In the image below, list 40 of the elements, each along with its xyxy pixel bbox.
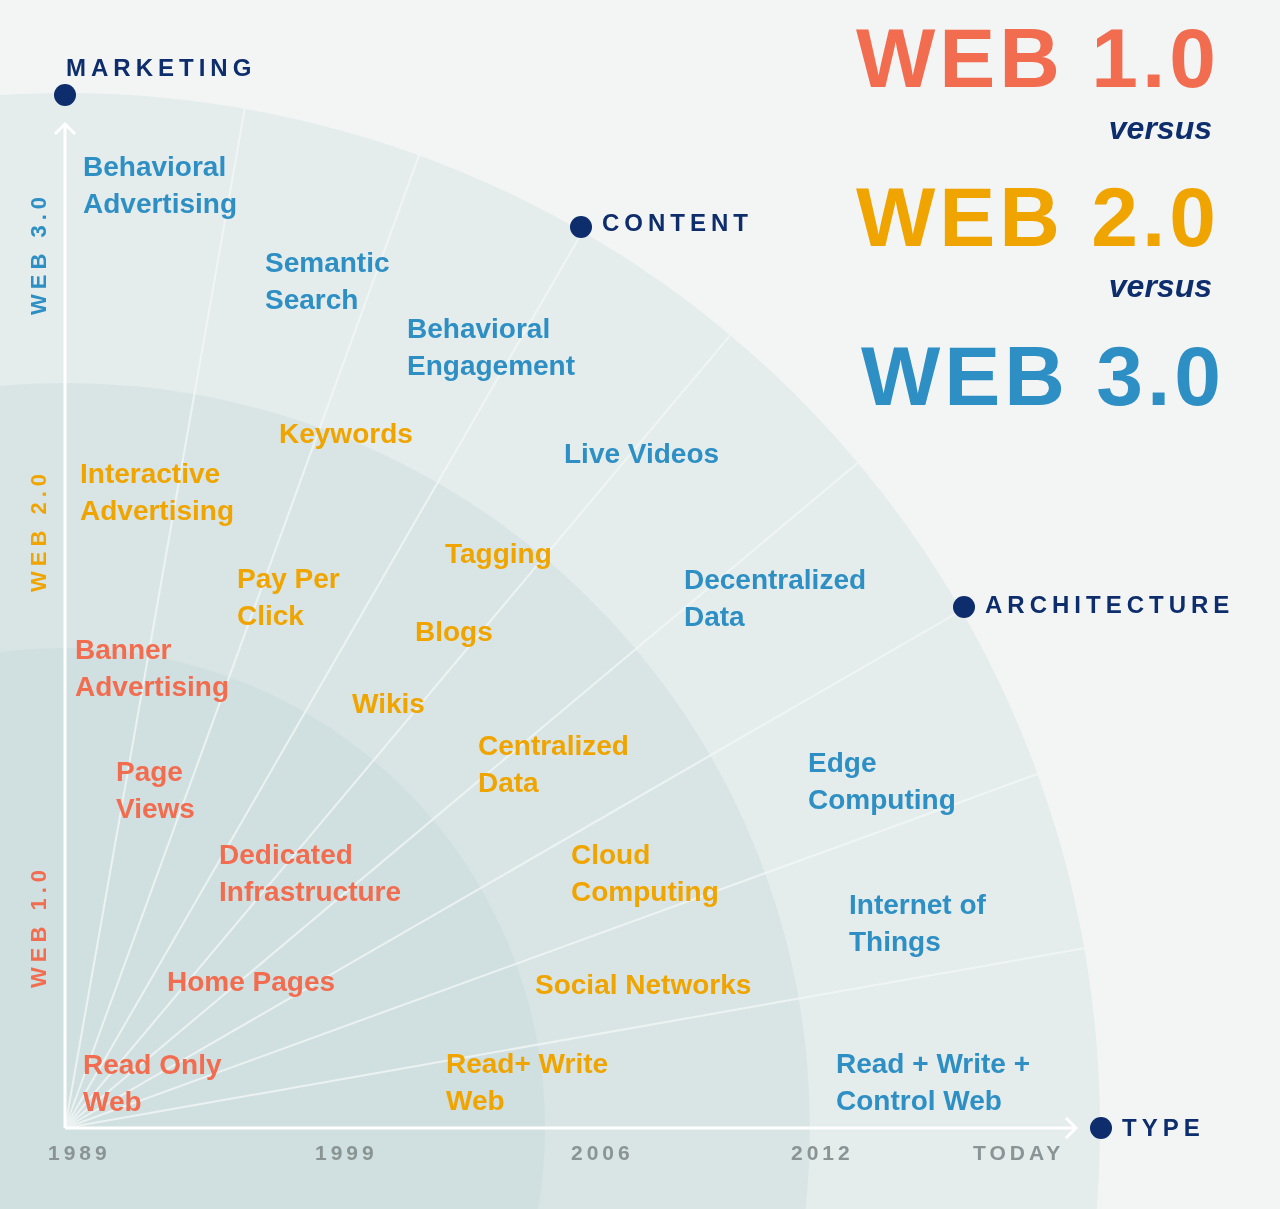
feature-text: Behavioral Advertising [83, 150, 239, 221]
year-label: 1999 [315, 1141, 378, 1165]
feature-text: Pay Per Click [237, 562, 341, 633]
feature-text: Internet of Things [849, 888, 987, 959]
feature-text: Banner Advertising [75, 633, 231, 704]
feature-text: Read+ Write Web [446, 1047, 610, 1118]
axis-label: CONTENT [602, 209, 753, 237]
axis-label: ARCHITECTURE [985, 591, 1235, 619]
feature-text: Social Networks [535, 968, 753, 1002]
feature-text: Dedicated Infrastructure [219, 838, 403, 909]
versus-text: versus [1107, 110, 1212, 147]
feature-text: Tagging [445, 537, 553, 571]
feature-text: Page Views [116, 755, 196, 826]
era-axis-label: WEB 3.0 [26, 191, 52, 315]
feature-text: Centralized Data [478, 729, 630, 800]
feature-text: Edge Computing [808, 746, 957, 817]
feature-text: Read + Write + Control Web [836, 1047, 1031, 1118]
feature-text: Interactive Advertising [80, 457, 236, 528]
feature-text: Blogs [415, 615, 494, 649]
heading: WEB 2.0 [854, 175, 1220, 259]
year-label: 1989 [48, 1141, 111, 1165]
feature-text: Cloud Computing [571, 838, 720, 909]
feature-text: Semantic Search [265, 246, 391, 317]
heading: WEB 1.0 [854, 16, 1220, 100]
feature-text: Wikis [352, 687, 426, 721]
feature-text: Decentralized Data [684, 563, 868, 634]
year-label: 2006 [571, 1141, 634, 1165]
feature-text: Live Videos [564, 437, 721, 471]
versus-text: versus [1107, 268, 1212, 305]
era-axis-label: WEB 1.0 [26, 864, 52, 988]
feature-text: Read Only Web [83, 1048, 223, 1119]
heading: WEB 3.0 [859, 334, 1225, 418]
year-label: 2012 [791, 1141, 854, 1165]
feature-text: Behavioral Engagement [407, 312, 577, 383]
axis-label: TYPE [1122, 1114, 1205, 1142]
axis-label: MARKETING [66, 54, 257, 82]
year-label: TODAY [973, 1141, 1065, 1165]
era-axis-label: WEB 2.0 [26, 468, 52, 592]
feature-text: Home Pages [167, 965, 337, 999]
feature-text: Keywords [279, 417, 414, 451]
